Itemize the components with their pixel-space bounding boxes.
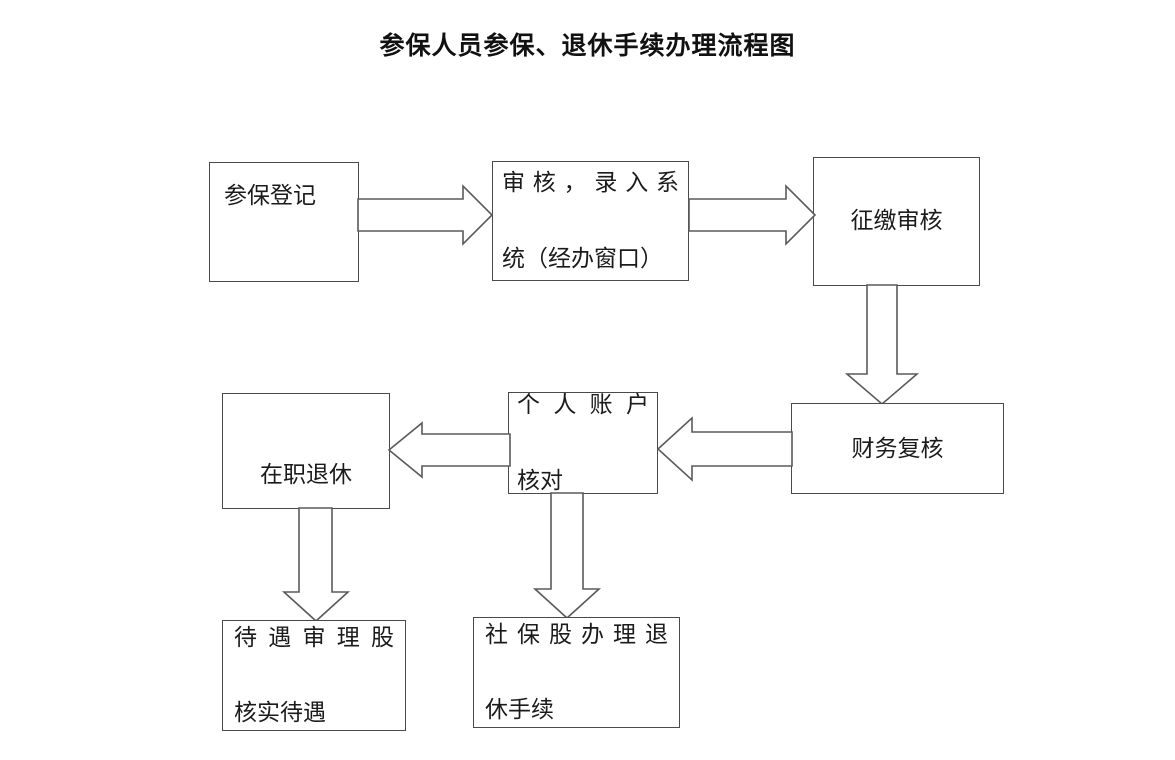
node-geren-zhanghu: 个人账户 核对 [508, 392, 658, 494]
node-zhengjiao-shenhe: 征缴审核 [813, 157, 980, 286]
node-canbao-dengji: 参保登记 [209, 162, 359, 282]
node-shebao-tuixiu-line1: 社保股办理退 [485, 621, 668, 647]
node-daiyu-shenli: 待遇审理股 核实待遇 [222, 620, 406, 731]
node-zaizhi-tuixiu-label: 在职退休 [260, 462, 352, 488]
node-shebao-tuixiu: 社保股办理退 休手续 [473, 617, 680, 728]
node-daiyu-shenli-line2: 核实待遇 [234, 700, 326, 726]
node-daiyu-shenli-line1: 待遇审理股 [234, 624, 394, 650]
node-shenhe-luru-line2: 统（经办窗口） [502, 245, 663, 271]
arrow-zaizhi-tuixiu-to-daiyu-shenli [281, 507, 351, 623]
arrow-zhengjiao-shenhe-to-caiwu-fuhe [844, 284, 920, 406]
node-shebao-tuixiu-line2: 休手续 [485, 697, 554, 723]
arrow-canbao-dengji-to-shenhe-luru [357, 184, 494, 246]
arrow-caiwu-fuhe-to-geren-zhanghu [656, 416, 793, 482]
page-title: 参保人员参保、退休手续办理流程图 [379, 32, 796, 60]
node-caiwu-fuhe: 财务复核 [791, 403, 1004, 494]
arrow-shenhe-luru-to-zhengjiao-shenhe [688, 184, 817, 246]
node-daiyu-shenli-label: 待遇审理股 核实待遇 [223, 621, 405, 730]
node-canbao-dengji-label: 参保登记 [224, 183, 316, 208]
node-caiwu-fuhe-label: 财务复核 [851, 435, 944, 461]
node-geren-zhanghu-line1: 个人账户 [517, 392, 649, 418]
arrow-geren-zhanghu-to-shebao-tuixiu [532, 492, 602, 620]
node-zaizhi-tuixiu: 在职退休 [222, 393, 390, 509]
node-zhengjiao-shenhe-label: 征缴审核 [850, 207, 943, 233]
node-shenhe-luru: 审核，录入系 统（经办窗口） [492, 161, 689, 281]
node-geren-zhanghu-label: 个人账户 核对 [509, 392, 657, 493]
arrow-geren-zhanghu-to-zaizhi-tuixiu [387, 421, 511, 479]
node-shenhe-luru-label: 审核，录入系 统（经办窗口） [493, 162, 688, 280]
node-geren-zhanghu-line2: 核对 [517, 467, 563, 493]
node-shenhe-luru-line1: 审核，录入系 [502, 170, 679, 196]
node-shebao-tuixiu-label: 社保股办理退 休手续 [474, 618, 679, 727]
